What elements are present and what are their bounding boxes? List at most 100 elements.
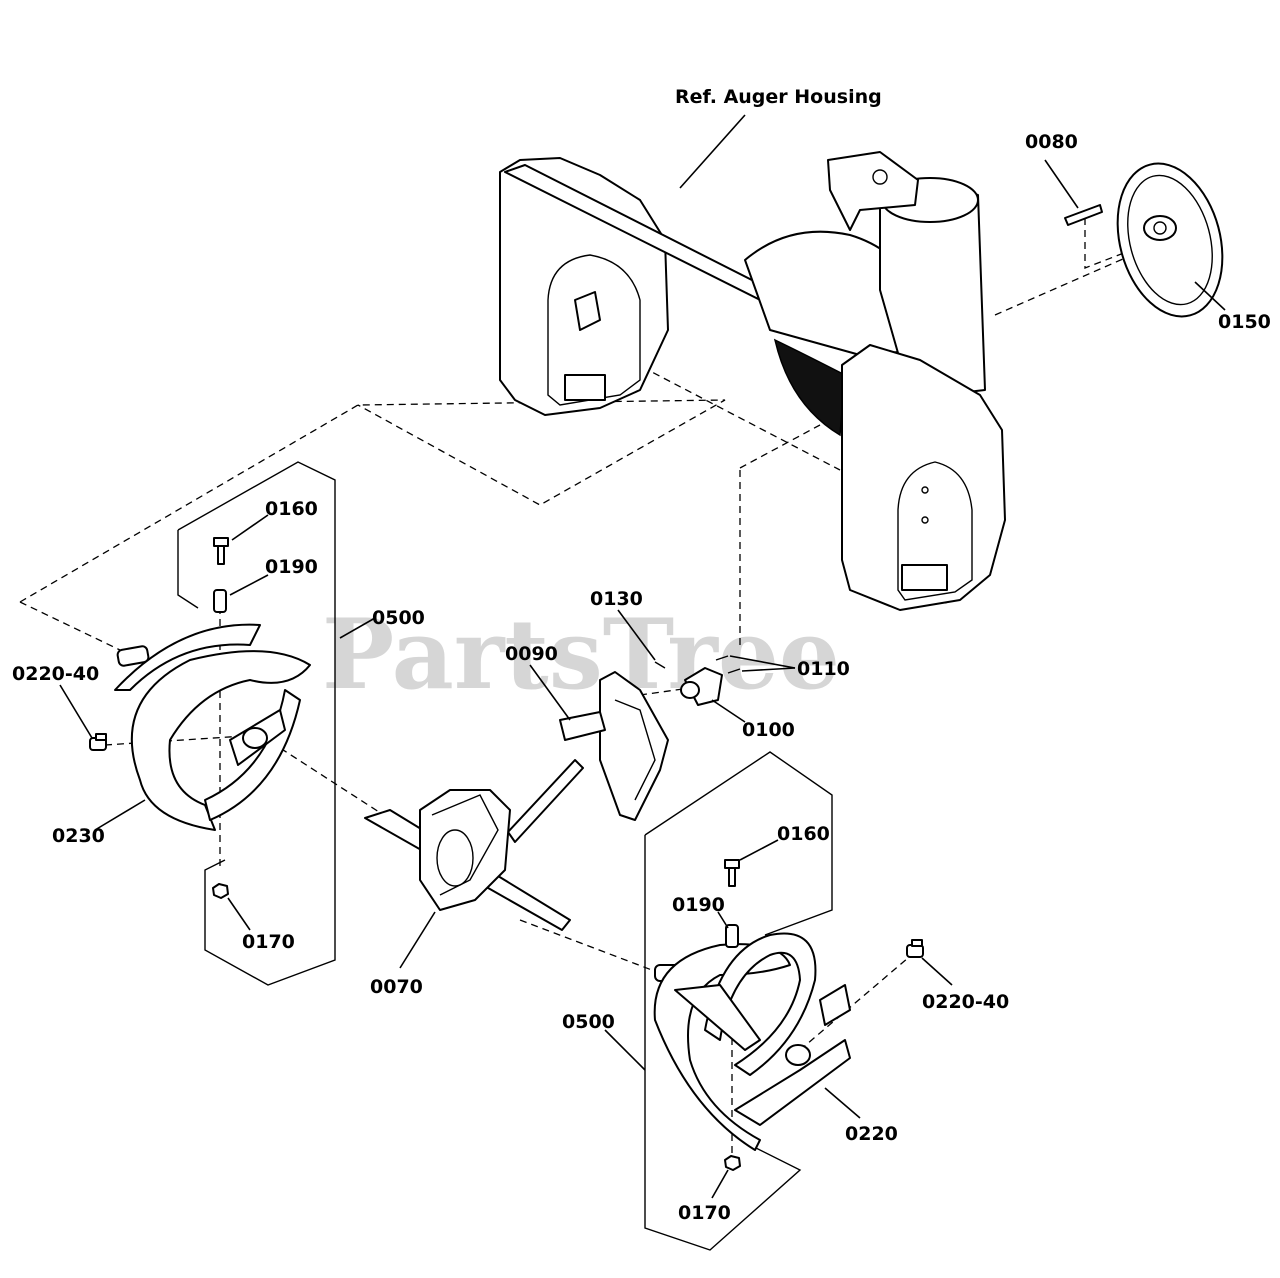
grease-fitting-left [89,733,107,751]
housing-right-bracket [901,564,948,591]
pulley-groove [1127,174,1213,306]
pulley-outer [1116,162,1224,318]
gearbox-cover [436,829,474,887]
right-outline-top [644,751,833,936]
dash-left-frame [19,399,726,603]
leader-0090 [529,664,571,721]
label-0500-left: 0500 [372,607,425,629]
nut-0170-left [212,883,229,899]
label-0190-right: 0190 [672,894,725,916]
leader-0110-b [741,667,796,672]
leader-0080 [1044,159,1079,209]
leader-0100 [711,699,746,723]
leader-0160-right [739,839,779,861]
right-outline [644,835,802,1251]
watermark: PartsTree TM [322,593,948,711]
leader-0220-40-left [59,684,93,739]
housing-left-bracket [564,374,606,401]
bolt-right-head [724,859,740,869]
spacer-0190-right [725,924,739,948]
label-0230: 0230 [52,825,105,847]
dash-housing-short [739,424,821,469]
housing-right-inner [897,461,973,601]
left-auger-flight-upper [114,623,261,691]
grease-fitting-right-tip [911,939,923,947]
bolt-left-shank [217,545,225,565]
housing-right-hole-1 [921,486,929,494]
screw-0110-2 [727,668,741,674]
leader-0170-left [227,897,251,931]
leader-0170-right [711,1169,729,1199]
gearbox-0070 [364,759,584,931]
leader-0230 [94,799,146,831]
label-0080: 0080 [1025,131,1078,153]
housing-left-bearing-mount [574,291,601,331]
bolt-0160-right [724,859,740,887]
label-0500-right: 0500 [562,1011,615,1033]
housing-right-plate [841,344,1006,611]
dash-left-lower [19,601,121,651]
leader-0190-right [717,911,729,929]
right-auger-paddle-1 [674,984,761,1051]
grease-fitting-right [906,939,924,958]
leader-0130 [617,609,656,661]
label-0130: 0130 [590,588,643,610]
label-0150: 0150 [1218,311,1271,333]
impeller-detail [614,699,656,801]
bolt-0160-left [213,537,229,565]
right-auger-flight-back [704,932,817,1076]
right-auger-paddle-2 [734,1039,851,1126]
bearing-0100 [680,667,723,706]
label-0220-40-right: 0220-40 [922,991,1009,1013]
leader-0070 [399,911,436,969]
leader-0220-40-right [921,957,953,986]
dash-pulley [994,247,1149,316]
leader-0220 [824,1087,861,1119]
left-outline [177,461,336,986]
leader-0160-left [231,514,269,541]
bearing-hub [680,681,700,699]
label-0100: 0100 [742,719,795,741]
dash-shaft-right [519,919,666,976]
gearbox-housing [419,789,511,911]
housing-drum-shadow [773,338,846,437]
nut-0170-right [724,1155,741,1171]
right-auger-0220 [653,932,851,1151]
dash-housing-under [599,344,841,471]
label-0170-right: 0170 [678,1202,731,1224]
leader-ref-housing [679,114,746,189]
label-0190-left: 0190 [265,556,318,578]
grease-fitting-left-tip [95,733,107,741]
callout-labels: Ref. Auger Housing 0080 0150 0160 0190 0… [12,86,1271,1224]
pulley-hub [1143,215,1177,241]
left-auger-shaft-stub [116,645,150,667]
leader-0150 [1194,281,1226,311]
watermark-text: PartsTree [322,598,840,711]
leader-0190-left [229,574,269,596]
label-0070: 0070 [370,976,423,998]
housing-left-inner [547,254,641,406]
bolt-left-head [213,537,229,547]
pulley-0150 [1116,162,1224,318]
auger-housing [499,151,1006,611]
pin-0130 [654,661,666,669]
leader-lines [59,114,1226,1199]
left-auger-flight-main [130,650,311,831]
label-0160-left: 0160 [265,498,318,520]
leader-0110-a [729,655,796,669]
pulley-bore [1153,221,1167,235]
left-auger-hub [242,727,268,749]
key-0080 [1064,204,1103,226]
leader-0500-left [339,617,376,639]
housing-right-hole-2 [921,516,929,524]
leader-0500-right [604,1029,646,1071]
left-auger-0230 [114,623,311,831]
label-0220-40-left: 0220-40 [12,663,99,685]
bolt-right-shank [728,867,736,887]
label-ref-auger-housing: Ref. Auger Housing [675,86,882,108]
dash-right-grease [799,951,916,1051]
label-0220: 0220 [845,1123,898,1145]
gearbox-shaft-right [507,759,584,843]
impeller-blade-main [599,671,669,821]
